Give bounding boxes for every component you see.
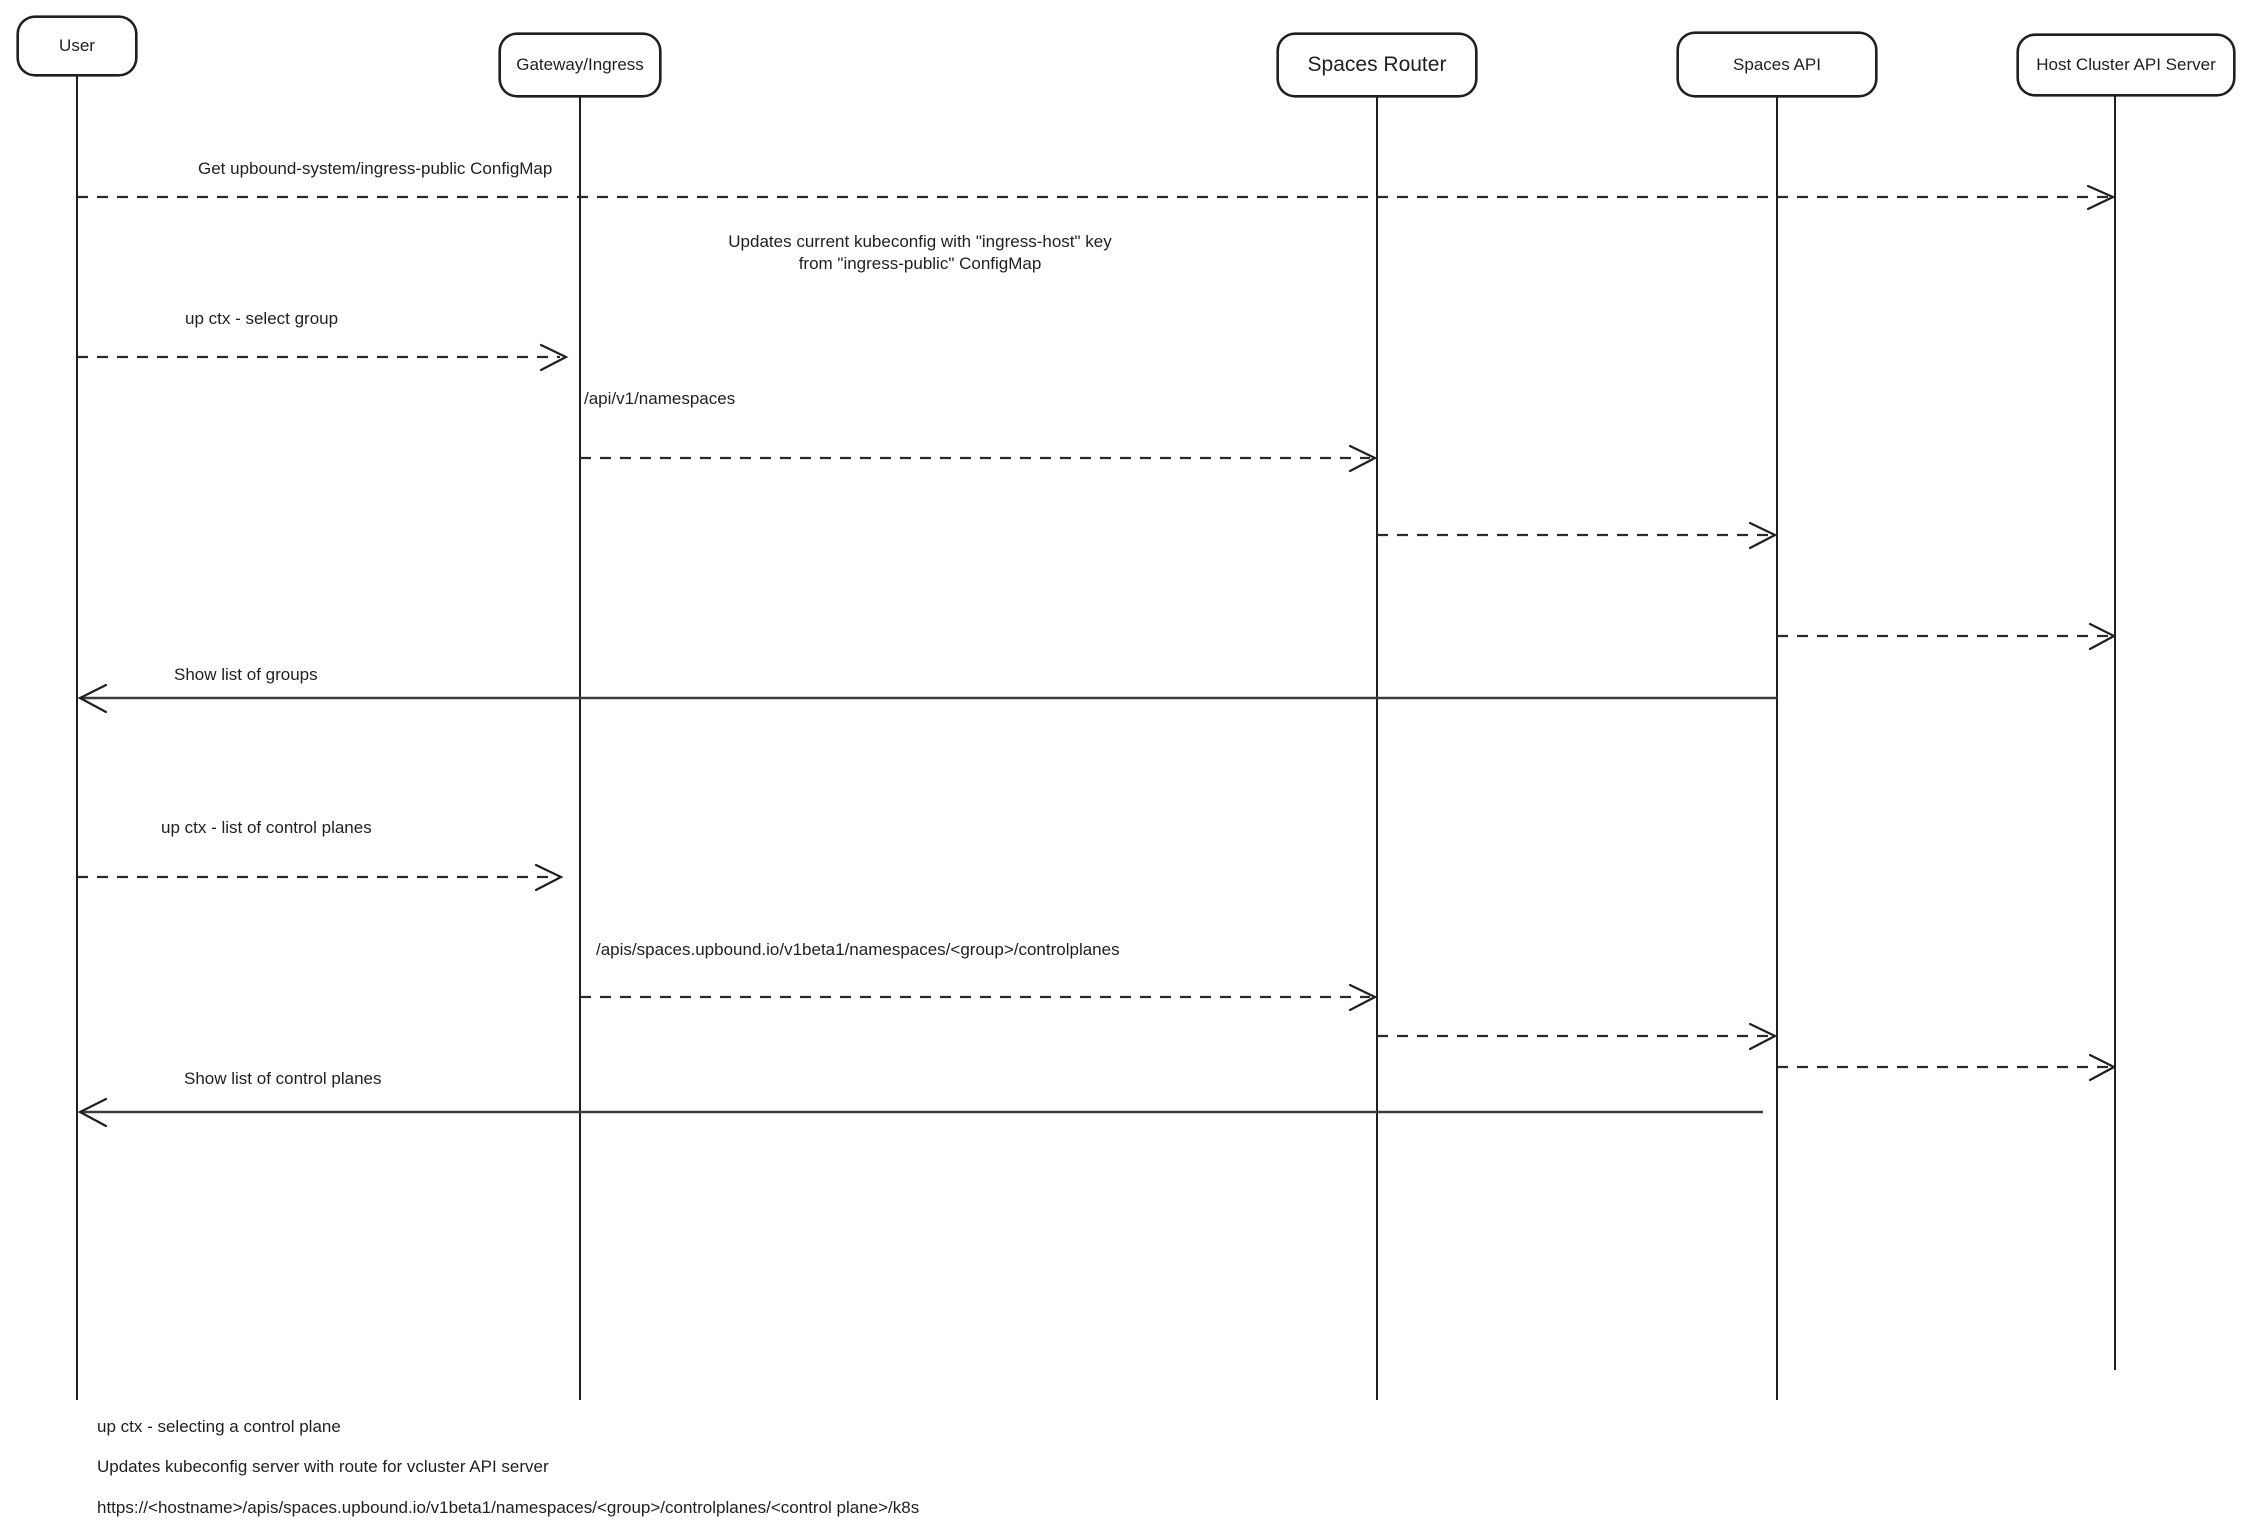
- message-label-get-configmap: Get upbound-system/ingress-public Config…: [198, 159, 553, 178]
- arrow-controlplanes-api: [580, 983, 1378, 1012]
- message-label-controlplanes-api: /apis/spaces.upbound.io/v1beta1/namespac…: [596, 940, 1120, 959]
- arrow-list-control-planes: [77, 863, 564, 892]
- arrow-router-to-api-2: [1377, 1022, 1778, 1051]
- actor-box-spaces-api: Spaces API: [1677, 32, 1877, 97]
- actor-label-gateway-ingress: Gateway/Ingress: [516, 55, 644, 74]
- footer-note-selecting-control-plane: up ctx - selecting a control plane: [97, 1417, 341, 1436]
- arrow-select-group: [77, 343, 569, 372]
- actor-box-gateway-ingress: Gateway/Ingress: [499, 33, 661, 97]
- arrow-namespaces-api: [580, 444, 1378, 473]
- footer-note-vcluster-url: https://<hostname>/apis/spaces.upbound.i…: [97, 1498, 920, 1517]
- arrow-router-to-api-1: [1377, 521, 1778, 550]
- actor-box-host-cluster-api-server: Host Cluster API Server: [2017, 34, 2235, 96]
- arrow-show-groups: [77, 683, 1777, 714]
- actor-box-spaces-router: Spaces Router: [1277, 33, 1477, 97]
- footer-note-updates-kubeconfig-server: Updates kubeconfig server with route for…: [97, 1457, 549, 1476]
- arrow-api-to-host-1: [1777, 622, 2117, 651]
- message-label-list-control-planes: up ctx - list of control planes: [161, 818, 372, 837]
- note-updates-kubeconfig: Updates current kubeconfig with "ingress…: [728, 232, 1112, 273]
- actor-label-host-cluster-api-server: Host Cluster API Server: [2036, 55, 2216, 74]
- arrow-show-control-planes: [77, 1097, 1763, 1128]
- actor-label-user: User: [59, 36, 95, 55]
- actor-label-spaces-api: Spaces API: [1733, 54, 1821, 74]
- arrow-get-configmap: [77, 184, 2116, 211]
- message-label-show-groups: Show list of groups: [174, 665, 318, 684]
- message-label-show-control-planes: Show list of control planes: [184, 1069, 382, 1088]
- actor-label-spaces-router: Spaces Router: [1307, 53, 1447, 76]
- actor-box-user: User: [17, 16, 137, 76]
- message-label-select-group: up ctx - select group: [185, 309, 339, 328]
- message-label-namespaces-api: /api/v1/namespaces: [584, 389, 736, 408]
- arrow-api-to-host-2: [1777, 1053, 2117, 1082]
